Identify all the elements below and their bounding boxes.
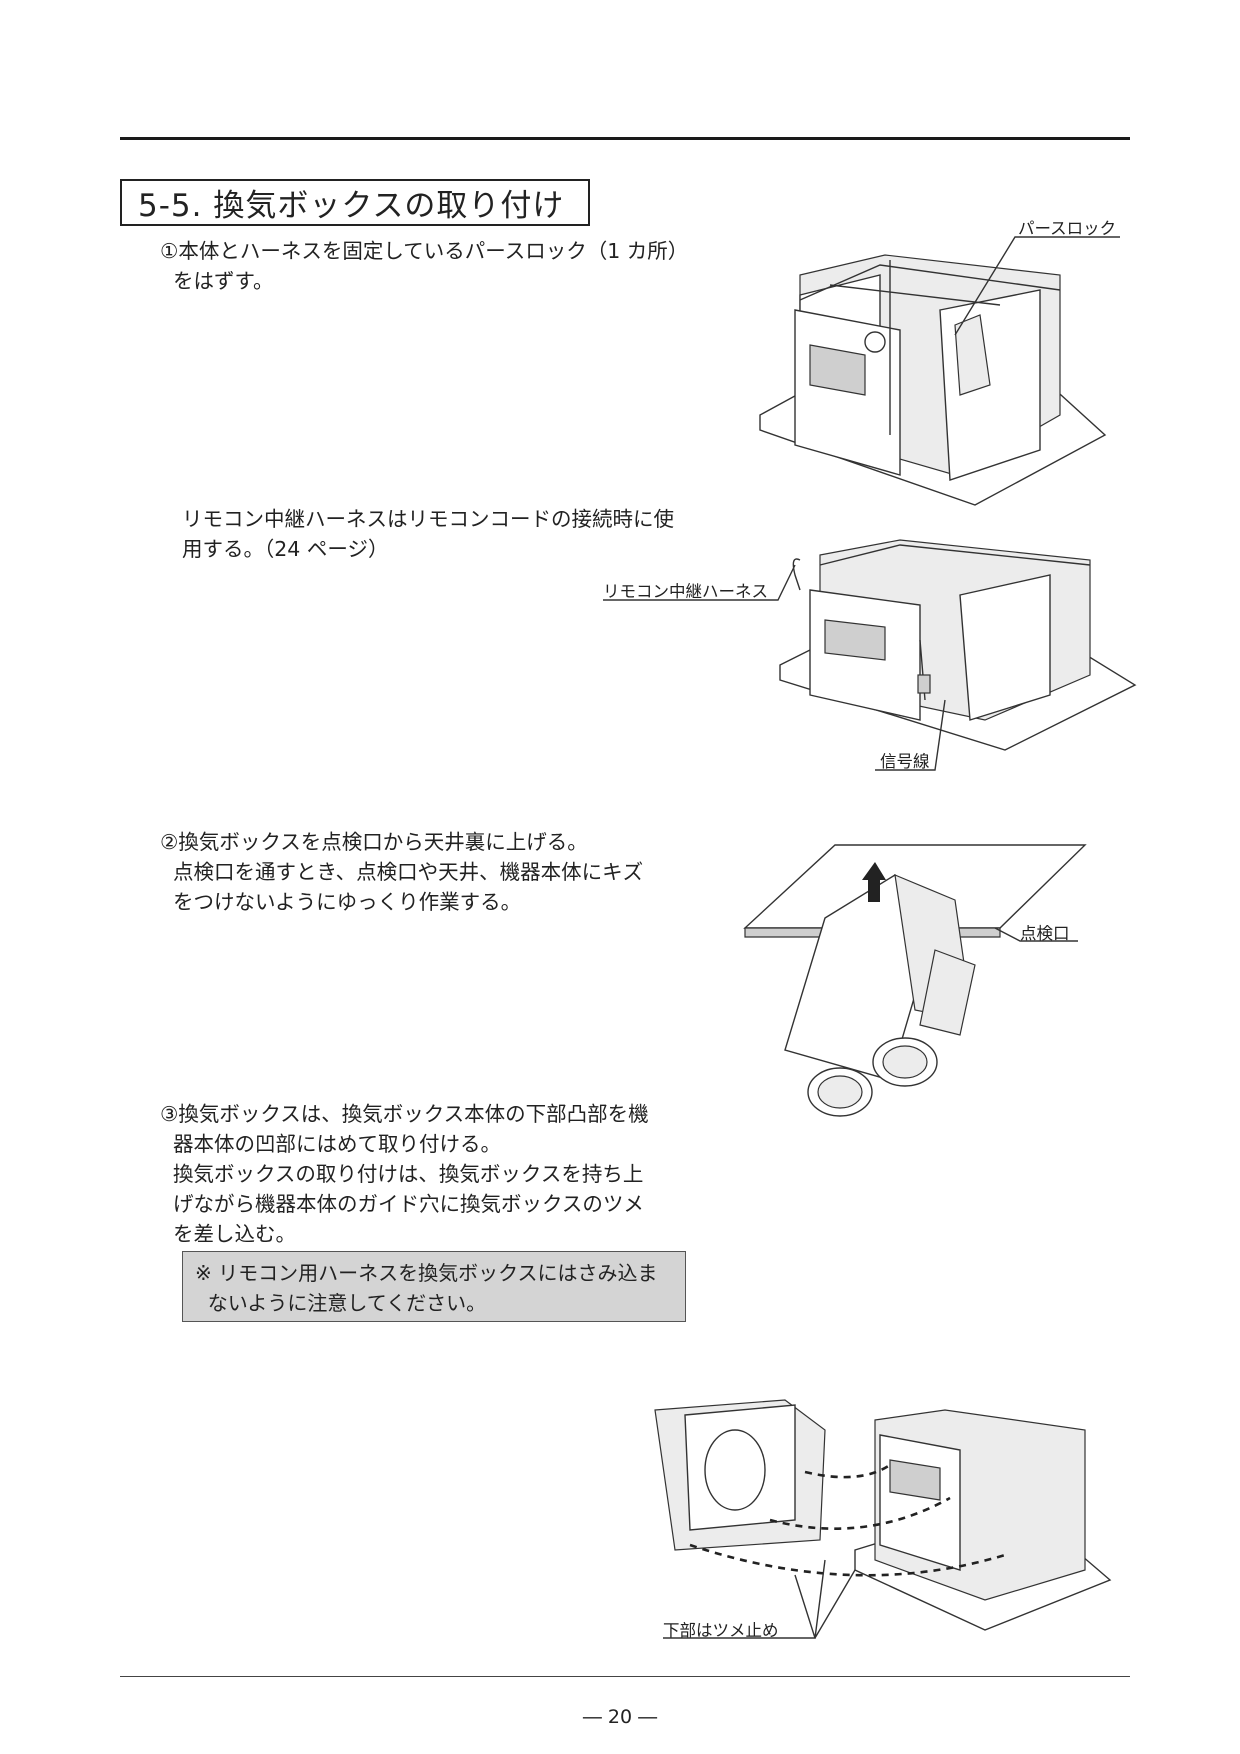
label-signal-wire: 信号線 [880, 752, 930, 771]
step2-line2: 点検口を通すとき、点検口や天井、機器本体にキズ [173, 860, 644, 884]
step1-note-line1: リモコン中継ハーネスはリモコンコードの接続時に使 [182, 507, 674, 531]
step2-line1: ②換気ボックスを点検口から天井裏に上げる。 [160, 830, 588, 854]
step1-line2: をはずす。 [173, 269, 274, 293]
header-rule [120, 137, 1130, 140]
step3-line4: げながら機器本体のガイド穴に換気ボックスのツメ [173, 1192, 644, 1216]
step1-line1: ①本体とハーネスを固定しているパースロック（1 カ所） [160, 239, 689, 263]
step3-line1: ③換気ボックスは、換気ボックス本体の下部凸部を機 [160, 1102, 649, 1126]
footer-rule [120, 1676, 1130, 1677]
step1-note-text: リモコン中継ハーネスはリモコンコードの接続時に使 用する。（24 ページ） [182, 504, 674, 564]
step3-line5: を差し込む。 [173, 1222, 297, 1246]
step1-text: ①本体とハーネスを固定しているパースロック（1 カ所） をはずす。 [160, 236, 688, 296]
step1-note-line2: 用する。（24 ページ） [182, 537, 389, 561]
step2-line3: をつけないようにゆっくり作業する。 [173, 890, 522, 914]
page-number: ― 20 ― [582, 1706, 658, 1728]
section-title-text: 5-5. 換気ボックスの取り付け [138, 188, 565, 224]
step3-line2: 器本体の凹部にはめて取り付ける。 [173, 1132, 502, 1156]
figure-remocon-harness [779, 539, 1137, 751]
label-remocon-harness: リモコン中継ハーネス [603, 582, 768, 601]
section-title: 5-5. 換気ボックスの取り付け [120, 179, 590, 226]
caution-line1: ※ リモコン用ハーネスを換気ボックスにはさみ込ま [195, 1261, 658, 1285]
step2-text: ②換気ボックスを点検口から天井裏に上げる。 点検口を通すとき、点検口や天井、機器… [160, 827, 643, 917]
caution-note: ※ リモコン用ハーネスを換気ボックスにはさみ込ま ないように注意してください。 [182, 1251, 686, 1322]
figure-pars-lock [759, 254, 1107, 506]
figure-inspection-opening [743, 844, 1087, 1117]
caution-line2: ないように注意してください。 [207, 1291, 487, 1315]
label-inspection-opening: 点検口 [1020, 924, 1070, 943]
step3-line3: 換気ボックスの取り付けは、換気ボックスを持ち上 [173, 1162, 644, 1186]
label-pars-lock: パースロック [1018, 219, 1117, 238]
figure-bottom-claw [654, 1399, 1112, 1631]
label-bottom-claw: 下部はツメ止め [663, 1621, 779, 1640]
step3-text: ③換気ボックスは、換気ボックス本体の下部凸部を機 器本体の凹部にはめて取り付ける… [160, 1099, 649, 1249]
